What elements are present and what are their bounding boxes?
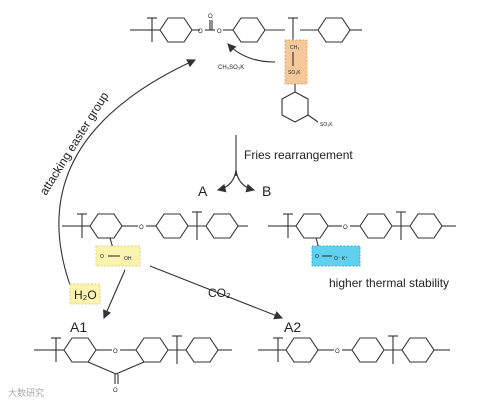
label-a: A: [198, 183, 208, 199]
svg-text:O: O: [208, 14, 213, 20]
h2o-highlight-box: [69, 283, 101, 305]
arrow-to-a2: [149, 265, 284, 320]
fries-label: Fries rearrangement: [244, 148, 353, 162]
carboxylate-label: O⁻ K⁺: [334, 256, 348, 262]
svg-text:O: O: [139, 225, 144, 231]
thermal-stability-label: higher thermal stability: [329, 276, 449, 290]
so3k-label-2: SO₃K: [320, 122, 333, 128]
svg-text:O: O: [343, 225, 348, 231]
sulfonate-highlight-box: [284, 39, 308, 85]
svg-text:O: O: [113, 388, 118, 394]
arrow-to-b: [235, 169, 256, 193]
label-a2: A2: [284, 319, 301, 335]
watermark-text: 大数研究: [8, 387, 44, 398]
co2-label: CO₂: [208, 286, 231, 300]
reagent-label: CH₃SO₃K: [218, 65, 244, 71]
h2o-label: H₂O: [74, 288, 97, 302]
svg-text:O: O: [198, 29, 203, 35]
svg-text:O: O: [335, 349, 340, 355]
so3k-label-1: SO₃K: [288, 70, 301, 76]
structure-a: O: [62, 211, 248, 253]
carboxylate-highlight-box: [311, 245, 361, 267]
cooh-label: OH: [124, 256, 132, 262]
benzenesulfonate-structure: [281, 84, 319, 123]
polycarbonate-top-structure: O O O: [130, 14, 362, 43]
attacking-arrow: [58, 59, 197, 286]
structure-a1-xanthone: O O: [34, 335, 232, 394]
svg-text:O: O: [217, 29, 222, 35]
ch3-label: CH₃: [290, 45, 299, 51]
label-a1: A1: [70, 319, 87, 335]
structure-b: O: [268, 211, 456, 253]
svg-text:O: O: [315, 254, 319, 260]
svg-text:O: O: [100, 254, 104, 260]
svg-text:O: O: [113, 349, 118, 355]
arrow-to-a1: [103, 269, 126, 320]
label-b: B: [262, 183, 271, 199]
attacking-label: attacking easter group: [37, 89, 112, 197]
arrow-to-a: [216, 169, 237, 193]
structure-a2: O: [258, 335, 450, 364]
reagent-arrow: [227, 43, 276, 63]
